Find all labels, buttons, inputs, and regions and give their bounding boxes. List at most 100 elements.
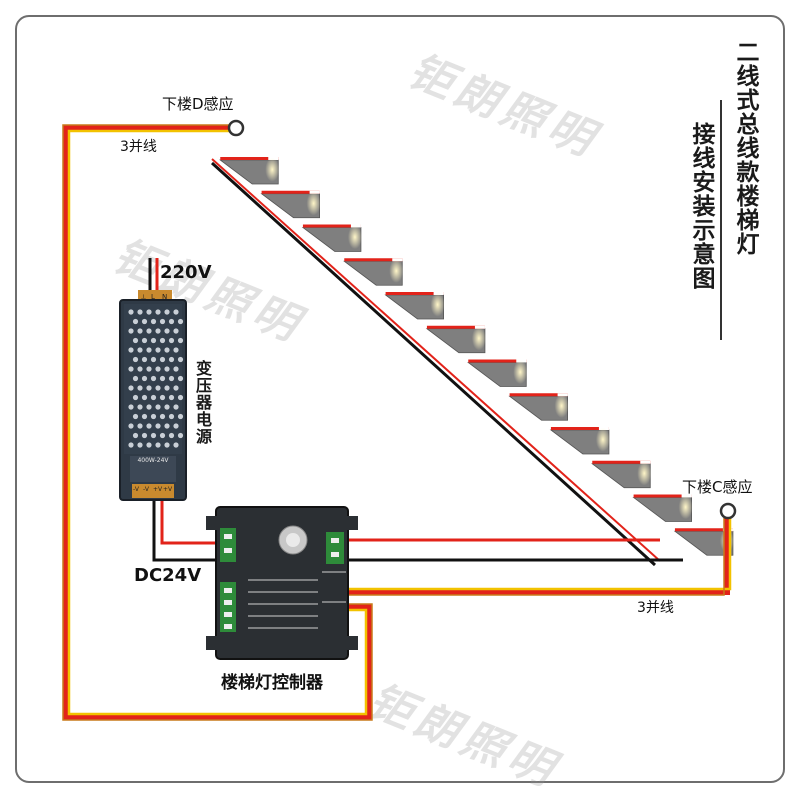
vent-hole (132, 356, 139, 363)
vent-hole (128, 404, 134, 410)
psu-bottom-terminal-1: -V (133, 486, 139, 493)
title-line-1: 二线式总线款楼梯灯 (732, 40, 758, 256)
vent-hole (150, 432, 157, 439)
diagram-frame (15, 15, 785, 783)
vent-hole (164, 366, 170, 372)
vent-hole (141, 375, 148, 382)
vent-hole (141, 394, 148, 401)
vent-hole (128, 328, 134, 334)
vent-hole (137, 442, 143, 448)
vent-hole (137, 328, 143, 334)
vent-hole (132, 375, 139, 382)
vent-hole (159, 318, 166, 325)
vent-hole (168, 375, 175, 382)
vent-hole (128, 442, 134, 448)
vent-hole (150, 337, 157, 344)
vent-hole (137, 366, 143, 372)
stair-step (591, 460, 652, 489)
vent-hole (177, 318, 184, 325)
vent-hole (150, 375, 157, 382)
psu-bottom-terminal-2: -V (143, 486, 149, 493)
vent-hole (177, 432, 184, 439)
vent-hole (141, 337, 148, 344)
vent-hole (155, 385, 161, 391)
vent-hole (159, 394, 166, 401)
vent-hole (177, 375, 184, 382)
vent-hole (155, 404, 161, 410)
psu-top-terminal-1: ⏚ (140, 294, 147, 302)
sensor-c-ring (719, 502, 737, 520)
vent-hole (159, 356, 166, 363)
stair-step (384, 292, 445, 320)
vent-hole (159, 337, 166, 344)
controller-name-label: 楼梯灯控制器 (221, 673, 323, 693)
power-supply: 400W-24V (119, 290, 187, 501)
vent-hole (141, 356, 148, 363)
psu-top-terminal-3: N (162, 293, 168, 301)
vent-hole (137, 404, 143, 410)
psu-vent-holes (128, 309, 184, 448)
ac-input-label: 220V (160, 262, 212, 283)
vent-hole (164, 385, 170, 391)
vent-hole (146, 328, 152, 334)
stair-step (260, 190, 321, 219)
vent-hole (159, 432, 166, 439)
vent-hole (146, 442, 152, 448)
cable-bottom-label: 3并线 (637, 600, 674, 616)
vent-hole (173, 404, 179, 410)
vent-hole (173, 347, 179, 353)
vent-hole (141, 318, 148, 325)
vent-hole (168, 394, 175, 401)
vent-hole (146, 385, 152, 391)
stair-cable (210, 158, 661, 567)
vent-hole (132, 394, 139, 401)
dc-output-label: DC24V (134, 565, 202, 586)
title-divider (720, 100, 722, 340)
vent-hole (141, 432, 148, 439)
vent-hole (164, 309, 170, 315)
vent-hole (128, 309, 134, 315)
vent-hole (173, 328, 179, 334)
vent-hole (177, 356, 184, 363)
vent-hole (173, 423, 179, 429)
vent-hole (150, 413, 157, 420)
psu-top-terminal-2: L (151, 293, 155, 301)
vent-hole (168, 356, 175, 363)
vent-hole (146, 423, 152, 429)
sensor-c-label: 下楼C感应 (682, 478, 753, 496)
vent-hole (132, 432, 139, 439)
bus-wires (346, 538, 683, 562)
vent-hole (137, 347, 143, 353)
dc-output-wires (152, 498, 226, 562)
stair-step (219, 157, 280, 185)
vent-hole (137, 309, 143, 315)
vent-hole (155, 423, 161, 429)
vent-hole (146, 366, 152, 372)
vent-hole (146, 309, 152, 315)
vent-hole (168, 432, 175, 439)
stair-step (301, 224, 362, 252)
vent-hole (164, 328, 170, 334)
vent-hole (128, 423, 134, 429)
vent-hole (155, 347, 161, 353)
vent-hole (155, 366, 161, 372)
staircase (219, 157, 734, 556)
sensor-d-ring (227, 119, 245, 137)
cable-sensor-d (62, 124, 373, 721)
psu-bottom-terminal-4: +V (163, 486, 173, 493)
vent-hole (164, 347, 170, 353)
stair-step (467, 359, 528, 387)
vent-hole (155, 442, 161, 448)
stair-step (343, 258, 404, 286)
vent-hole (173, 442, 179, 448)
vent-hole (164, 442, 170, 448)
stair-step (632, 494, 693, 522)
vent-hole (146, 404, 152, 410)
vent-hole (132, 337, 139, 344)
vent-hole (128, 385, 134, 391)
cable-sensor-c (348, 518, 732, 596)
stair-controller (206, 506, 358, 660)
vent-hole (168, 318, 175, 325)
vent-hole (164, 404, 170, 410)
